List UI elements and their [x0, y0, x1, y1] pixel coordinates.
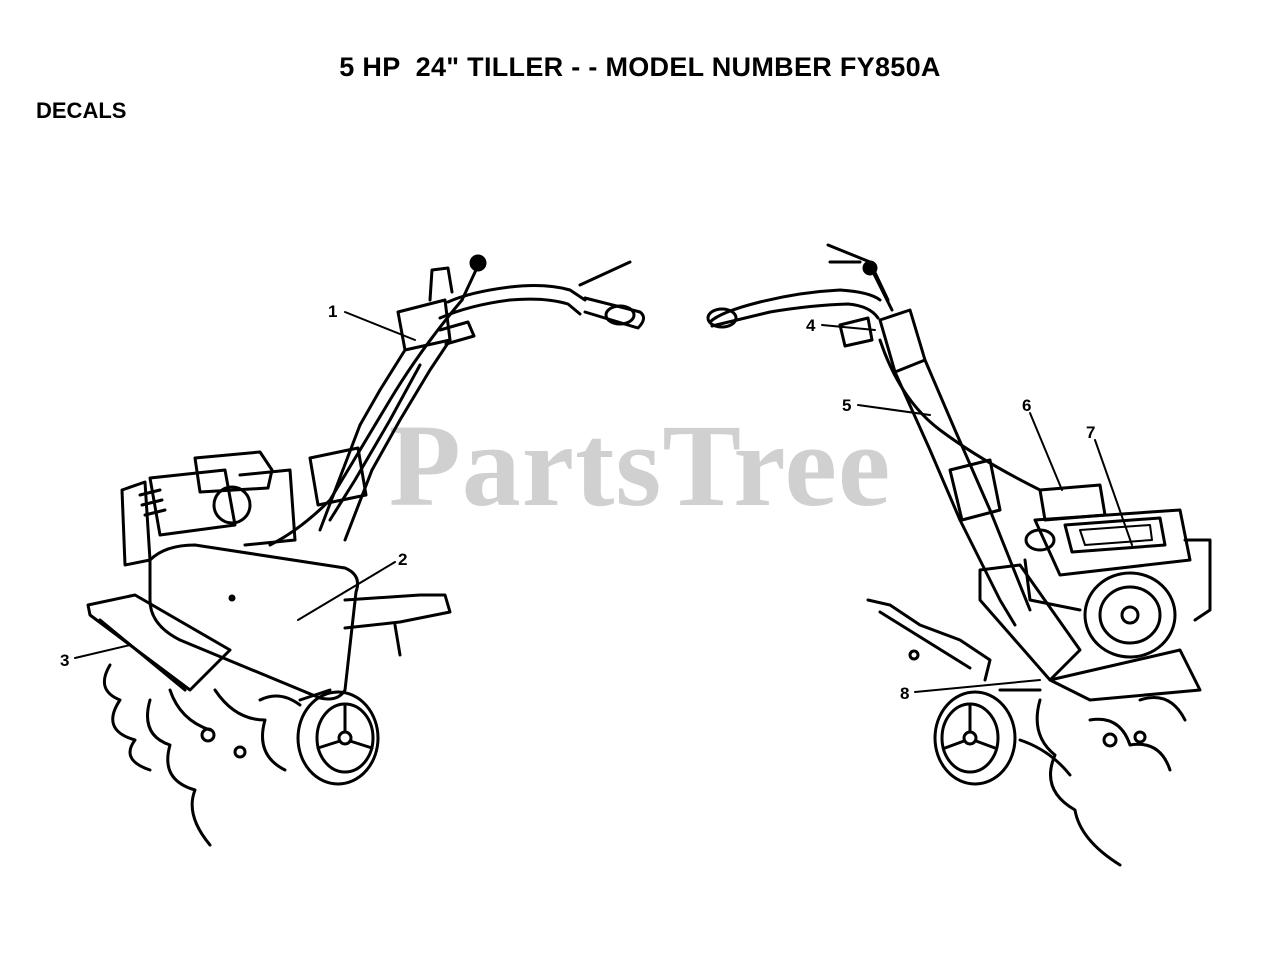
callout-5: 5 [842, 396, 851, 415]
callout-6: 6 [1022, 396, 1031, 415]
callout-4: 4 [806, 316, 816, 335]
section-heading: DECALS [36, 98, 127, 123]
callout-3: 3 [60, 651, 69, 670]
watermark: PartsTree [388, 400, 892, 531]
callout-1: 1 [328, 302, 337, 321]
right-tiller-illustration [706, 243, 1212, 867]
callout-8: 8 [900, 684, 909, 703]
callout-numbers: 1 2 3 4 5 6 7 8 [60, 302, 1095, 703]
callout-leaders [74, 311, 1133, 693]
callout-2: 2 [398, 550, 407, 569]
diagram-title: 5 HP 24" TILLER - - MODEL NUMBER FY850A [339, 52, 941, 82]
left-tiller-illustration [86, 254, 645, 847]
callout-7: 7 [1086, 423, 1095, 442]
